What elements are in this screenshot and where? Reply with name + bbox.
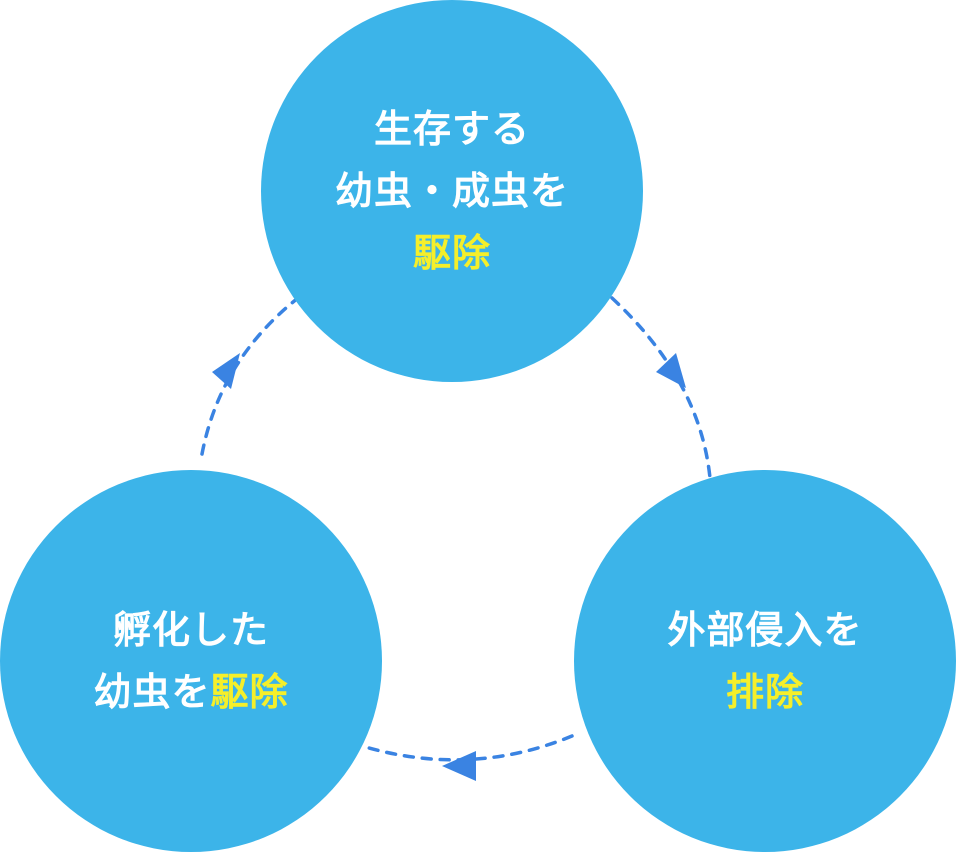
step-circle-left: 孵化した 幼虫を駆除 [0,470,382,852]
dashed-path-left-top [200,296,300,456]
left-line-2-highlight: 駆除 [210,670,289,714]
arrowhead-left-top [212,353,240,389]
top-line-1: 生存する [373,107,530,151]
right-line-1: 外部侵入を [667,608,863,652]
arrowhead-top-right [656,353,686,388]
connector-right-to-left [360,734,574,781]
left-line-2: 幼虫を駆除 [93,661,288,723]
top-line-2: 幼虫・成虫を [334,169,569,213]
dashed-path-top-right [610,296,712,480]
top-line-3-highlight: 駆除 [412,231,491,275]
connector-top-to-right [610,296,712,480]
left-line-2-text: 幼虫を [93,670,211,714]
left-line-1: 孵化した [112,608,269,652]
right-line-2-highlight: 排除 [725,670,804,714]
arrowhead-right-left [442,751,476,781]
step-circle-top: 生存する 幼虫・成虫を 駆除 [261,0,643,382]
connector-left-to-top [200,296,300,456]
step-circle-right: 外部侵入を 排除 [574,470,956,852]
